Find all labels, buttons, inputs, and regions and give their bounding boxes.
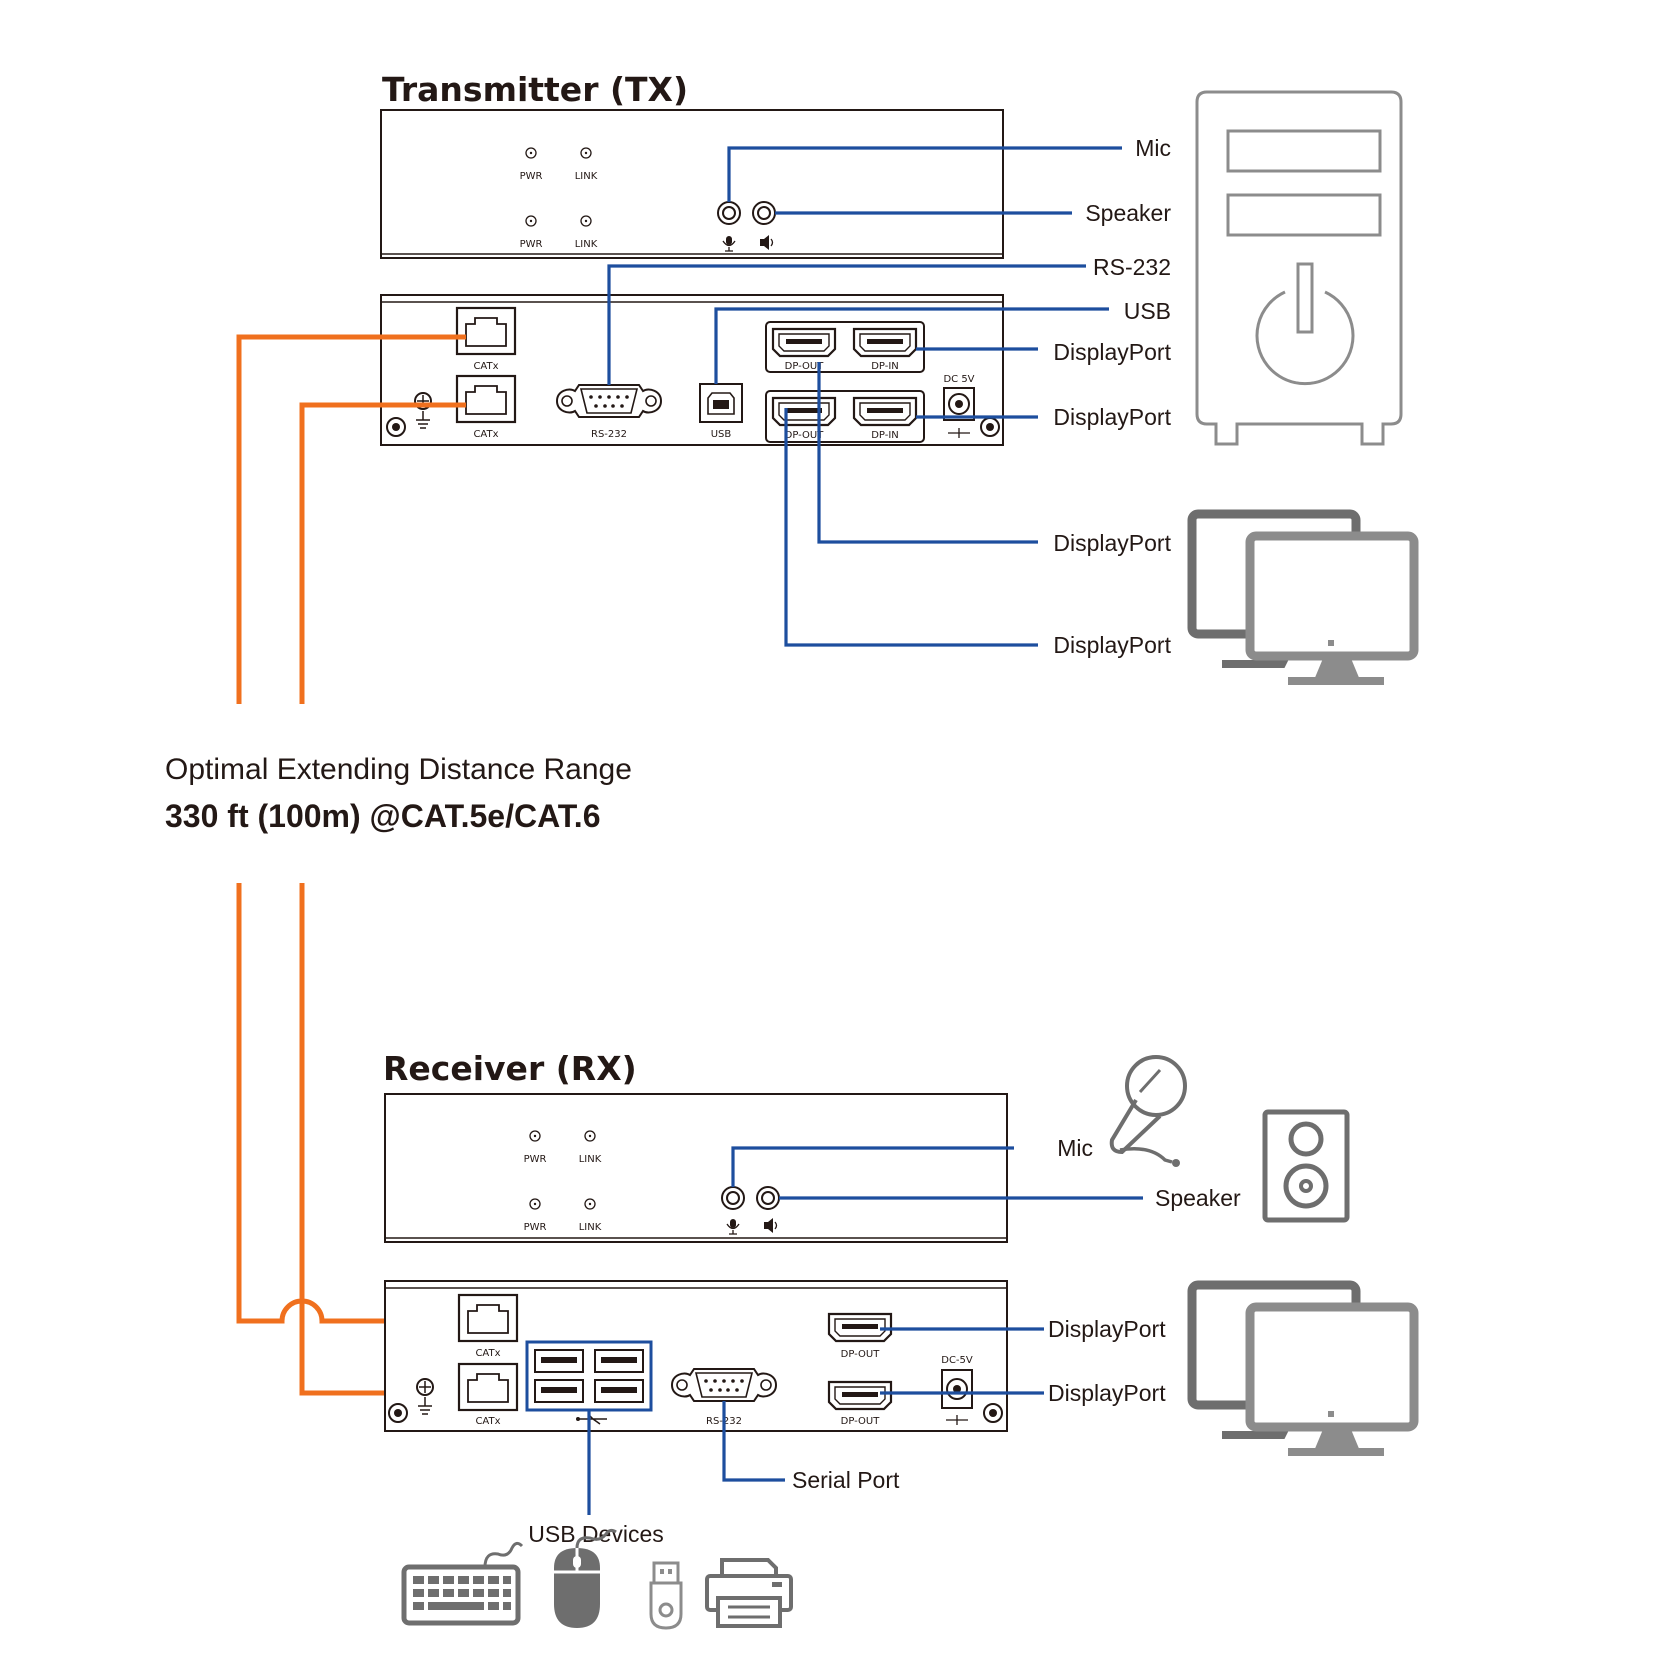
tx-dp-in-label-2: DP-IN <box>871 430 899 441</box>
mic-symbol-icon <box>726 1219 740 1235</box>
rx-rs232-port <box>671 1368 777 1402</box>
tx-dp-out-label-1: DP-OUT <box>785 361 825 372</box>
ground-icon <box>416 1378 434 1415</box>
dual-monitor-icon <box>1192 1285 1414 1456</box>
tx-led-pwr-1: PWR <box>520 171 543 182</box>
tx-catx-port-1 <box>455 306 517 356</box>
dual-monitor-icon <box>1192 514 1414 685</box>
rx-usb-devices-label: USB Devices <box>528 1521 663 1547</box>
tx-catx-port-2 <box>455 374 517 424</box>
rx-dp-out-label-2: DP-OUT <box>841 1416 881 1427</box>
tx-dp-out-1 <box>771 327 837 358</box>
tx-dp-out-2 <box>771 396 837 427</box>
tx-rear-panel: CATx CATx RS-232 USB DP-OUT DP-IN DP-OUT… <box>380 294 1004 446</box>
tx-dc-jack <box>943 387 975 438</box>
tx-displayport-label-4: DisplayPort <box>1053 632 1171 658</box>
pc-tower-icon <box>1195 90 1403 446</box>
mic-symbol-icon <box>722 236 736 252</box>
tx-usb-b-port <box>699 383 743 423</box>
tx-catx-label-2: CATx <box>473 429 498 440</box>
tx-dp-out-label-2: DP-OUT <box>785 430 825 441</box>
rx-speaker-jack <box>756 1186 780 1210</box>
rx-mic-jack <box>721 1186 745 1210</box>
rx-displayport-label-1: DisplayPort <box>1048 1316 1166 1342</box>
rx-serial-port-label: Serial Port <box>792 1467 900 1493</box>
rx-speaker-label: Speaker <box>1155 1185 1241 1211</box>
rx-mic-label: Mic <box>1057 1135 1093 1161</box>
rx-title: Receiver (RX) <box>383 1049 637 1088</box>
keyboard-icon <box>401 1541 524 1626</box>
tx-displayport-label-2: DisplayPort <box>1053 404 1171 430</box>
rx-catx-port-1 <box>457 1293 519 1343</box>
rx-dp-out-2 <box>827 1380 893 1411</box>
usb-drive-icon <box>649 1561 683 1630</box>
speaker-symbol-icon <box>764 1218 778 1233</box>
tx-dc-label: DC 5V <box>943 374 974 385</box>
rx-usb-ports <box>525 1340 653 1412</box>
rx-dc-label: DC-5V <box>941 1355 973 1366</box>
rx-rear-panel: CATx CATx RS-232 DP-OUT DP-OUT <box>384 1280 1008 1432</box>
printer-icon <box>705 1558 793 1628</box>
rx-catx-label-1: CATx <box>475 1348 500 1359</box>
tx-rs232-label: RS-232 <box>591 429 627 440</box>
rx-led-pwr-2: PWR <box>524 1222 547 1233</box>
tx-displayport-label-3: DisplayPort <box>1053 530 1171 556</box>
rx-led-link-1: LINK <box>579 1154 602 1165</box>
mouse-icon <box>554 1528 617 1628</box>
rx-dp-out-label-1: DP-OUT <box>841 1349 881 1360</box>
rx-catx-port-2 <box>457 1362 519 1412</box>
tx-led-link-2: LINK <box>575 239 598 250</box>
microphone-icon <box>1109 1055 1187 1167</box>
tx-usb-callout: USB <box>1124 298 1171 324</box>
distance-value: 330 ft (100m) @CAT.5e/CAT.6 <box>165 798 600 834</box>
tx-led-pwr-2: PWR <box>520 239 543 250</box>
tx-speaker-jack <box>752 201 776 225</box>
tx-displayport-label-1: DisplayPort <box>1053 339 1171 365</box>
rx-displayport-label-2: DisplayPort <box>1048 1380 1166 1406</box>
tx-dp-in-label-1: DP-IN <box>871 361 899 372</box>
tx-callout-lines <box>607 146 1122 647</box>
tx-title: Transmitter (TX) <box>382 70 688 109</box>
rx-led-link-2: LINK <box>579 1222 602 1233</box>
tx-rs232-port <box>556 384 662 418</box>
tx-speaker-label: Speaker <box>1085 200 1171 226</box>
tx-usb-label: USB <box>711 429 732 440</box>
tx-dp-in-2 <box>852 396 918 427</box>
speaker-box-icon <box>1262 1109 1350 1223</box>
speaker-symbol-icon <box>760 235 774 250</box>
catx-cables <box>236 334 468 1396</box>
rx-led-pwr-1: PWR <box>524 1154 547 1165</box>
rx-catx-label-2: CATx <box>475 1416 500 1427</box>
rx-callout-lines <box>587 1146 1143 1515</box>
tx-dp-in-1 <box>852 327 918 358</box>
tx-mic-jack <box>717 201 741 225</box>
tx-rs232-callout: RS-232 <box>1093 254 1171 280</box>
tx-catx-label-1: CATx <box>473 361 498 372</box>
distance-heading: Optimal Extending Distance Range <box>165 753 632 786</box>
tx-mic-label: Mic <box>1135 135 1171 161</box>
tx-front-panel: PWR LINK PWR LINK <box>380 109 1004 259</box>
rx-front-panel: PWR LINK PWR LINK <box>384 1093 1008 1243</box>
tx-led-link-1: LINK <box>575 171 598 182</box>
